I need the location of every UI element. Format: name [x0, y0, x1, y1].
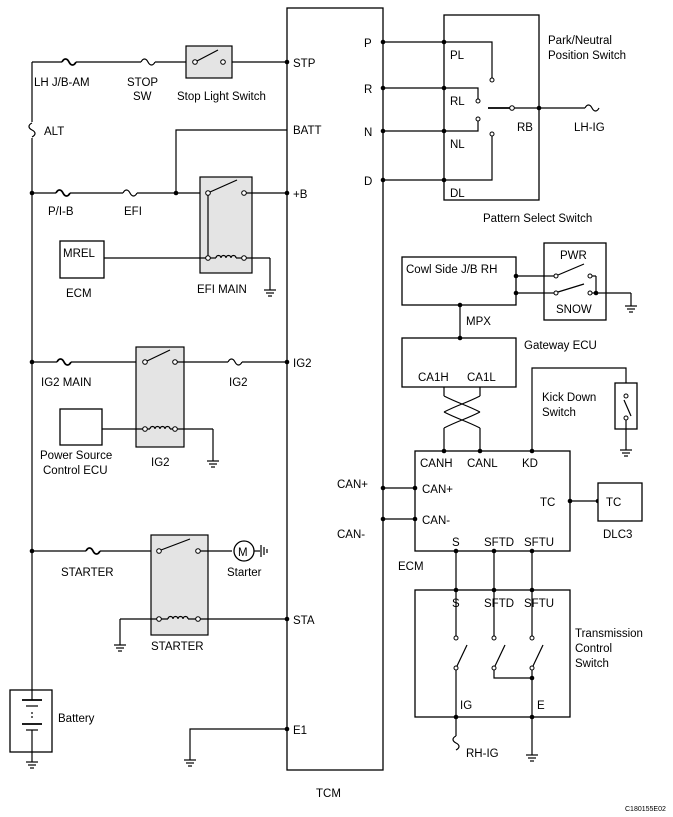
efi-main-label: EFI MAIN [197, 284, 247, 296]
ig2-main-label: IG2 MAIN [41, 377, 91, 389]
ecm-right-box [414, 450, 571, 552]
kd-label: KD [522, 458, 538, 470]
e-label: E [537, 700, 545, 712]
park-neutral-label-2: Position Switch [548, 50, 626, 62]
sftu2-label: SFTU [524, 598, 554, 610]
sftd2-label: SFTD [484, 598, 514, 610]
park-neutral-label-1: Park/Neutral [548, 35, 612, 47]
kick-down-label-2: Switch [542, 407, 576, 419]
dlc3-label: DLC3 [603, 529, 632, 541]
tc-label: TC [540, 497, 555, 509]
pattern-select-switch-box [543, 242, 607, 321]
ig-label: IG [460, 700, 472, 712]
pin-n: N [364, 127, 372, 139]
starter-motor-label: Starter [227, 567, 262, 579]
battery-label: Battery [58, 713, 95, 725]
nl-label: NL [450, 139, 465, 151]
lh-ig-label: LH-IG [574, 122, 605, 134]
ca1l-label: CA1L [467, 372, 496, 384]
power-source-label-1: Power Source [40, 450, 112, 462]
can-twisted-pair [443, 387, 481, 451]
tcs-label-3: Switch [575, 658, 609, 670]
efi-label: EFI [124, 206, 142, 218]
starter-fuse-label: STARTER [61, 567, 114, 579]
pin-d: D [364, 176, 372, 188]
ig2-fuse-label: IG2 [229, 377, 248, 389]
stop-light-switch-label: Stop Light Switch [177, 91, 266, 103]
tcs-label-2: Control [575, 643, 612, 655]
p-i-b-label: P/I-B [48, 206, 74, 218]
power-source-label-2: Control ECU [43, 465, 108, 477]
motor-m-label: M [238, 547, 248, 559]
dl-label: DL [450, 188, 465, 200]
tcm-box [286, 7, 384, 771]
stop-sw-label-2: SW [133, 91, 152, 103]
alt-label: ALT [44, 126, 64, 138]
ca1h-label: CA1H [418, 372, 449, 384]
sftu-label: SFTU [524, 537, 554, 549]
canl-label: CANL [467, 458, 498, 470]
diagram-id: C180155E02 [625, 806, 666, 813]
s-label: S [452, 537, 460, 549]
can-minus-label: CAN- [422, 515, 450, 527]
ecm-mrel-box [59, 240, 105, 279]
pin-r: R [364, 84, 372, 96]
gateway-ecu-label: Gateway ECU [524, 340, 597, 352]
power-source-control-ecu-box [59, 408, 103, 446]
rb-label: RB [517, 122, 533, 134]
tc-dlc-label: TC [606, 497, 621, 509]
transmission-control-switch [414, 589, 571, 718]
tcs-label-1: Transmission [575, 628, 643, 640]
can-plus-label: CAN+ [422, 484, 453, 496]
mrel-label: MREL [63, 248, 96, 260]
ecm-right-label: ECM [398, 561, 424, 573]
pin-can-plus-tcm: CAN+ [337, 479, 368, 491]
ig2-relay-label: IG2 [151, 457, 170, 469]
pin-plus-b: +B [293, 189, 308, 201]
lh-jb-am-label: LH J/B-AM [34, 77, 90, 89]
pin-e1: E1 [293, 725, 307, 737]
pattern-select-label: Pattern Select Switch [483, 213, 592, 225]
snow-label: SNOW [556, 304, 592, 316]
pl-label: PL [450, 50, 465, 62]
stop-sw-label-1: STOP [127, 77, 158, 89]
ecm-left-label: ECM [66, 288, 92, 300]
pin-p: P [364, 38, 372, 50]
tcm-label: TCM [316, 788, 341, 800]
gateway-ecu-box [401, 337, 517, 388]
pin-batt: BATT [293, 125, 322, 137]
pwr-label: PWR [560, 250, 587, 262]
dlc3-box [597, 482, 643, 522]
pin-stp: STP [293, 58, 316, 70]
pin-sta: STA [293, 615, 315, 627]
sftd-label: SFTD [484, 537, 514, 549]
kick-down-label-1: Kick Down [542, 392, 596, 404]
mpx-label: MPX [466, 316, 491, 328]
starter-relay-label: STARTER [151, 641, 204, 653]
rl-label: RL [450, 96, 465, 108]
cowl-side-label: Cowl Side J/B RH [406, 264, 497, 276]
pin-can-minus-tcm: CAN- [337, 529, 365, 541]
canh-label: CANH [420, 458, 453, 470]
rh-ig-label: RH-IG [466, 748, 499, 760]
pin-ig2: IG2 [293, 358, 312, 370]
